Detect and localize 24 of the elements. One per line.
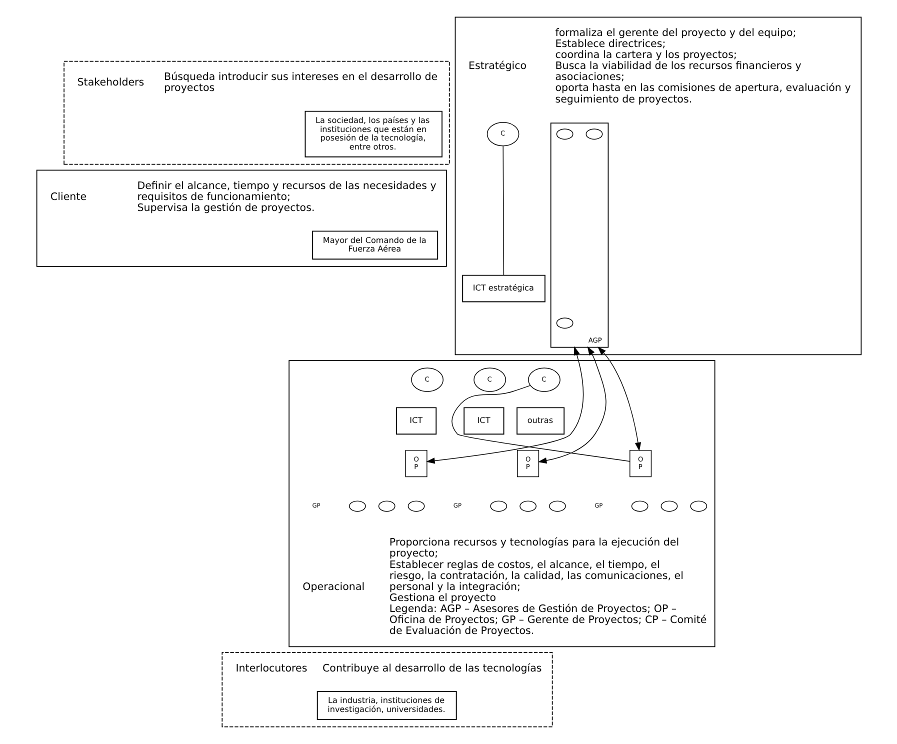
connector bbox=[502, 146, 504, 276]
node-circle bbox=[490, 500, 507, 512]
node-box: outras bbox=[516, 407, 564, 435]
node-circle bbox=[630, 500, 648, 512]
node-box: La industria, instituciones de investigación, universidades. bbox=[316, 691, 456, 720]
connector bbox=[451, 385, 630, 462]
node-circle bbox=[407, 500, 424, 512]
node-circle bbox=[348, 500, 366, 512]
node-circle bbox=[585, 128, 602, 140]
node-circle bbox=[556, 128, 573, 140]
node-circle bbox=[556, 318, 573, 329]
arrow bbox=[597, 346, 641, 452]
arrow bbox=[537, 346, 606, 464]
node-box: ICT bbox=[395, 407, 436, 435]
node-circle bbox=[690, 500, 707, 512]
node-circle bbox=[378, 500, 395, 512]
node-circle bbox=[660, 500, 678, 512]
node-box: La sociedad, los países y las instituciones que están en posesión de la tecnología, entre otros. bbox=[304, 110, 442, 158]
node-circle bbox=[519, 500, 536, 512]
node-box: Mayor del Comando de la Fuerza Aérea bbox=[312, 230, 438, 260]
arrow bbox=[426, 346, 584, 464]
node-circle bbox=[548, 500, 566, 512]
node-box: ICT bbox=[463, 407, 504, 435]
node-box: ICT estratégica bbox=[462, 274, 545, 302]
